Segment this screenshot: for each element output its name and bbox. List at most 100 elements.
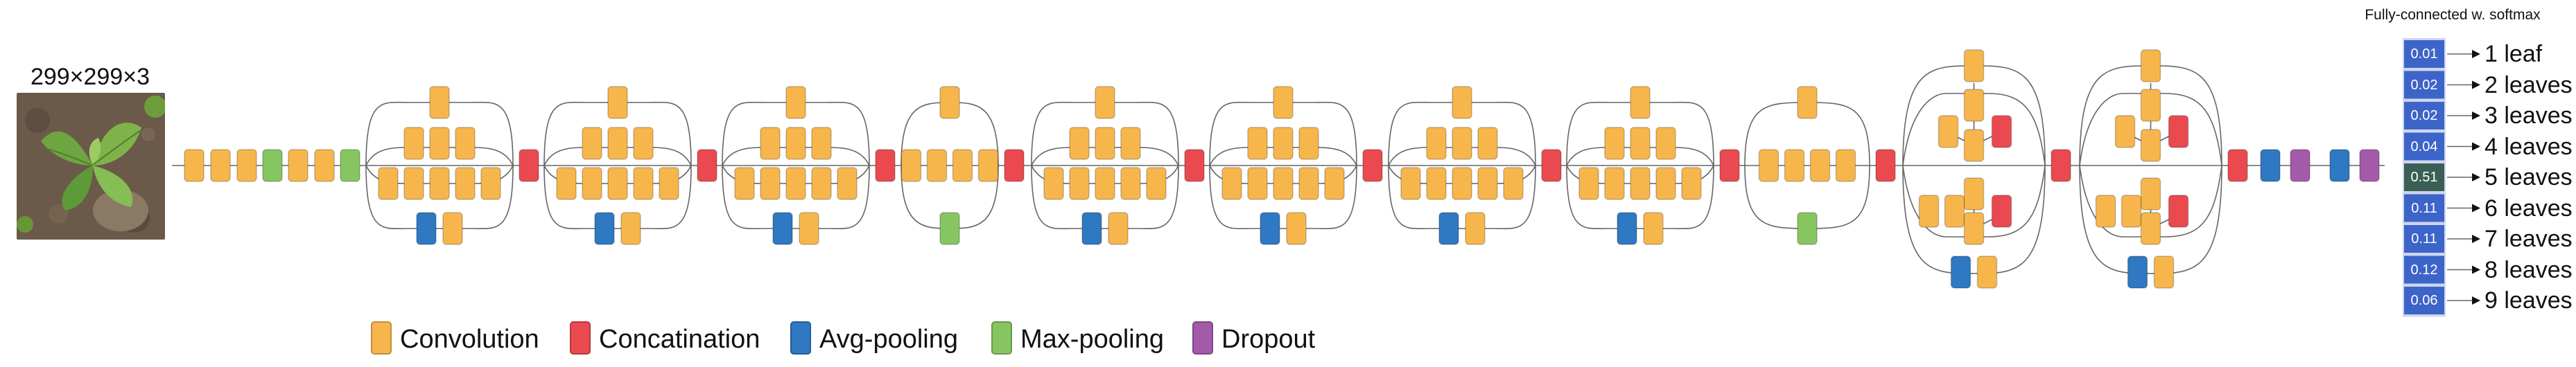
concatenation-block <box>2051 149 2071 182</box>
convolution-block <box>1630 127 1651 160</box>
convolution-block <box>1273 127 1294 160</box>
convolution-block <box>429 86 450 119</box>
concatenation-block <box>1719 149 1740 182</box>
convolution-block <box>582 127 602 160</box>
concatenation-block <box>2168 195 2189 228</box>
convolution-block <box>1681 167 1702 200</box>
connection-line <box>543 165 692 230</box>
softmax-cell <box>2404 194 2444 222</box>
convolution-block <box>760 127 781 160</box>
convolution-block <box>403 127 424 160</box>
output-class-label: 9 leaves <box>2484 287 2573 314</box>
plant-photo <box>17 93 165 240</box>
convolution-block <box>1604 167 1625 200</box>
connection-line <box>1031 165 1179 230</box>
softmax-cell <box>2404 163 2444 191</box>
convolution-block <box>2140 212 2161 245</box>
max-pooling-block <box>939 212 960 245</box>
convolution-block <box>1120 127 1141 160</box>
input-size-label: 299×299×3 <box>30 64 150 90</box>
convolution-block <box>1452 167 1472 200</box>
softmax-cell <box>2404 256 2444 284</box>
convolution-block <box>1797 86 1818 119</box>
softmax-probability: 0.11 <box>2411 231 2437 247</box>
concatenation-block <box>2227 149 2248 182</box>
concatenation-block <box>519 149 539 182</box>
legend-label: Dropout <box>1221 325 1316 354</box>
convolution-block <box>1963 129 1985 162</box>
convolution-block <box>2140 49 2161 82</box>
concatenation-block <box>1184 149 1205 182</box>
dropout-block <box>2290 149 2310 182</box>
connection-line <box>365 165 514 230</box>
softmax-probability: 0.02 <box>2410 108 2438 123</box>
convolution-block <box>977 149 999 182</box>
connection-line <box>2079 165 2222 274</box>
convolution-block <box>1477 127 1498 160</box>
avg-pooling-block <box>1438 212 1459 245</box>
avg-pooling-block <box>594 212 615 245</box>
convolution-block <box>1630 167 1651 200</box>
connection-line <box>1902 165 2046 238</box>
output-class-label: 6 leaves <box>2484 195 2573 222</box>
concatenation-block <box>1362 149 1383 182</box>
convolution-block <box>2121 195 2142 228</box>
convolution-block <box>1604 127 1625 160</box>
output-class-label: 8 leaves <box>2484 256 2573 283</box>
convolution-block <box>288 149 308 182</box>
convolution-block <box>1452 86 1472 119</box>
convolution-block <box>1918 195 1940 228</box>
convolution-block <box>1976 256 1998 289</box>
convolution-block <box>1247 127 1268 160</box>
legend-label: Convolution <box>400 325 539 354</box>
arrow-head <box>2472 265 2480 274</box>
convolution-block <box>1477 167 1498 200</box>
softmax-probability: 0.02 <box>2410 77 2438 93</box>
concatenation-block <box>875 149 896 182</box>
convolution-block <box>1655 167 1676 200</box>
convolution-block <box>1146 167 1167 200</box>
arrow-head <box>2472 296 2480 305</box>
concatenation-block <box>1991 195 2012 228</box>
avg-pooling-block <box>1617 212 1637 245</box>
convolution-block <box>1286 212 1307 245</box>
softmax-probability: 0.06 <box>2410 293 2438 308</box>
convolution-block <box>455 167 476 200</box>
output-class-label: 3 leaves <box>2484 102 2573 129</box>
softmax-cell <box>2404 71 2444 99</box>
convolution-block <box>1426 167 1447 200</box>
convolution-block <box>210 149 231 182</box>
convolution-block <box>1095 127 1115 160</box>
convolution-block <box>429 167 450 200</box>
concatenation-block <box>697 149 717 182</box>
convolution-block <box>2153 256 2175 289</box>
legend-swatch <box>371 321 392 355</box>
legend-swatch <box>790 321 811 355</box>
avg-pooling-block <box>1950 256 1972 289</box>
avg-pooling-block <box>2329 149 2350 182</box>
concatenation-block <box>1991 115 2012 148</box>
convolution-block <box>582 167 602 200</box>
legend-label: Avg-pooling <box>819 325 959 354</box>
convolution-block <box>2140 129 2161 162</box>
concatenation-block <box>2168 115 2189 148</box>
avg-pooling-block <box>772 212 793 245</box>
convolution-block <box>1273 167 1294 200</box>
convolution-block <box>607 167 628 200</box>
convolution-block <box>1938 115 1959 148</box>
convolution-block <box>1426 127 1447 160</box>
convolution-block <box>607 127 628 160</box>
convolution-block <box>1655 127 1676 160</box>
convolution-block <box>2140 177 2161 211</box>
convolution-block <box>1784 149 1805 182</box>
avg-pooling-block <box>1260 212 1280 245</box>
convolution-block <box>659 167 679 200</box>
convolution-block <box>184 149 204 182</box>
output-class-label: 5 leaves <box>2484 164 2573 190</box>
convolution-block <box>1643 212 1664 245</box>
convolution-block <box>620 212 641 245</box>
convolution-block <box>1835 149 1856 182</box>
connection-line <box>1388 165 1536 230</box>
convolution-block <box>2140 89 2161 122</box>
